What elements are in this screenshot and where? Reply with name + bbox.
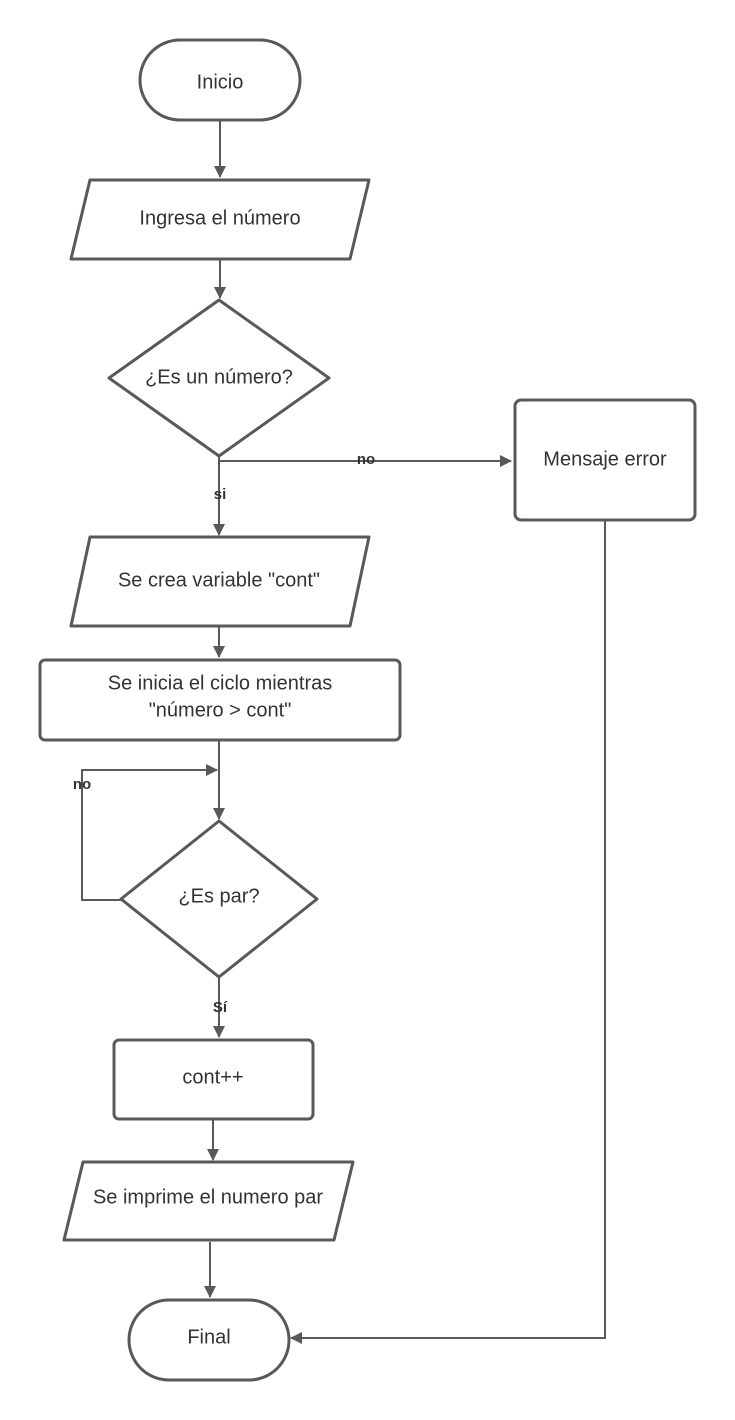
node-decision-even: ¿Es par? bbox=[119, 819, 319, 979]
node-create-var-label: Se crea variable "cont" bbox=[118, 569, 320, 591]
terminator-shape bbox=[138, 38, 302, 122]
parallelogram-shape bbox=[69, 178, 371, 261]
edge-decision-even-no bbox=[81, 764, 218, 901]
node-start-label: Inicio bbox=[197, 71, 244, 93]
edge-labels: no si no Sí bbox=[73, 451, 375, 1016]
edge-label-even-no: no bbox=[73, 776, 91, 793]
node-decision-number: ¿Es un número? bbox=[107, 298, 331, 458]
process-shape bbox=[38, 658, 402, 742]
edge-label-number-no: no bbox=[357, 451, 375, 468]
node-start: Inicio bbox=[138, 38, 302, 122]
node-input: Ingresa el número bbox=[69, 178, 371, 261]
node-end: Final bbox=[127, 1298, 291, 1382]
parallelogram-shape bbox=[62, 1160, 355, 1242]
node-decision-even-label: ¿Es par? bbox=[178, 885, 259, 907]
node-create-var: Se crea variable "cont" bbox=[69, 535, 371, 628]
process-shape bbox=[513, 398, 697, 522]
node-decision-number-label: ¿Es un número? bbox=[145, 366, 293, 388]
parallelogram-shape bbox=[69, 535, 371, 628]
node-error-label: Mensaje error bbox=[543, 448, 667, 470]
diamond-shape bbox=[119, 819, 319, 979]
node-loop: Se inicia el ciclo mientras "número > co… bbox=[38, 658, 402, 742]
edge-error-to-end bbox=[290, 520, 606, 1344]
edge-label-even-yes: Sí bbox=[213, 999, 228, 1016]
edge-label-number-yes: si bbox=[214, 486, 227, 503]
node-loop-label-line1: Se inicia el ciclo mientras bbox=[108, 672, 333, 694]
node-increment: cont++ bbox=[112, 1038, 315, 1121]
node-print-label: Se imprime el numero par bbox=[93, 1186, 323, 1208]
diamond-shape bbox=[107, 298, 331, 458]
terminator-shape bbox=[127, 1298, 291, 1382]
node-print: Se imprime el numero par bbox=[62, 1160, 355, 1242]
node-increment-label: cont++ bbox=[182, 1066, 243, 1088]
node-error: Mensaje error bbox=[513, 398, 697, 522]
node-loop-label-line2: "número > cont" bbox=[149, 699, 292, 721]
edges bbox=[81, 121, 606, 1344]
process-shape bbox=[112, 1038, 315, 1121]
node-input-label: Ingresa el número bbox=[139, 207, 300, 229]
node-end-label: Final bbox=[187, 1326, 230, 1348]
